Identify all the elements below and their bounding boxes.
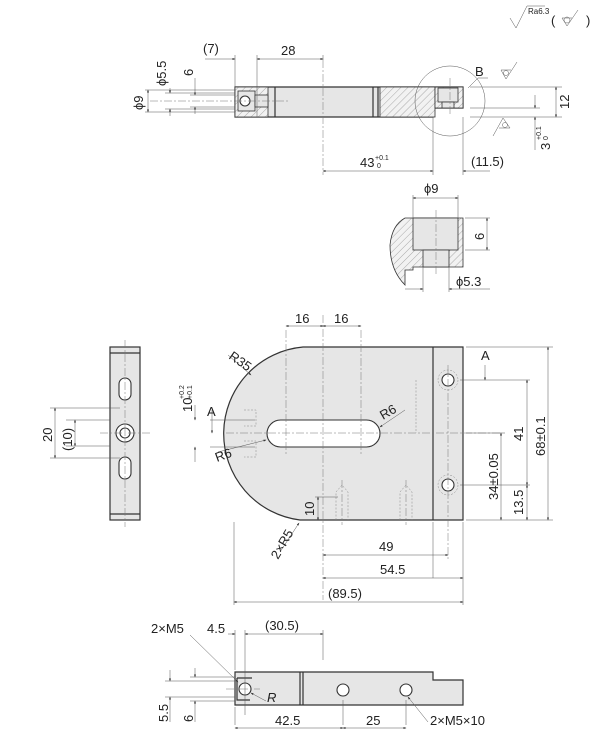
dim-49: 49 <box>379 539 393 554</box>
front-view: 16 16 R35 10 +0.2 +0.1 A A R6 R6 41 68±0… <box>179 311 553 605</box>
radius-2xr5: 2×R5 <box>268 527 297 562</box>
dim-phi5-5: ϕ5.5 <box>154 61 169 86</box>
dim-43-tol-upper: +0.1 <box>375 155 389 162</box>
dim-42-5: 42.5 <box>275 713 300 728</box>
dim-3: 3 <box>538 143 553 150</box>
thread-2xm5x10: 2×M5×10 <box>430 713 485 728</box>
dim-43-tol-lower: 0 <box>377 163 381 170</box>
dim-10-tol-upper: +0.2 <box>179 385 186 399</box>
detail-dim-phi5-3: ϕ5.3 <box>456 274 481 289</box>
top-section-view: (7) 28 ϕ5.5 6 ϕ9 B 12 3 +0.1 0 43 +0.1 0… <box>131 41 572 175</box>
dim-25: 25 <box>366 713 380 728</box>
dim-43: 43 <box>360 155 374 170</box>
radius-r: R <box>267 690 276 705</box>
dim-phi9: ϕ9 <box>131 95 146 110</box>
detail-dim-phi9: ϕ9 <box>424 181 439 196</box>
dim-28: 28 <box>281 43 295 58</box>
dim-10-tol-lower: +0.1 <box>187 385 194 399</box>
dim-5-5: 5.5 <box>156 704 171 722</box>
radius-r6-left: R6 <box>213 445 234 465</box>
dim-41: 41 <box>511 427 526 441</box>
dim-10: 10 <box>302 502 317 516</box>
detail-b-circle <box>414 65 486 137</box>
label-b: B <box>475 64 484 79</box>
roughness-value: Ra6.3 <box>528 7 550 16</box>
detail-dim-6: 6 <box>472 233 487 240</box>
dim-68: 68±0.1 <box>533 416 548 456</box>
radius-r6-right: R6 <box>377 401 399 422</box>
thread-2xm5: 2×M5 <box>151 621 184 636</box>
dim-11-5: (11.5) <box>471 154 504 169</box>
side-view: 20 (10) <box>40 340 150 527</box>
dim-10-paren: (10) <box>60 428 75 451</box>
section-label-a-left: A <box>207 404 216 419</box>
dim-4-5: 4.5 <box>207 621 225 636</box>
surface-roughness-symbol: Ra6.3 ( ) <box>509 5 590 29</box>
dim-89-5: (89.5) <box>328 586 362 601</box>
paren-open: ( <box>551 13 556 28</box>
dim-10-tol: 10 <box>180 398 195 412</box>
dim-6: 6 <box>181 69 196 76</box>
dim-6-bottom: 6 <box>181 715 196 722</box>
dim-12: 12 <box>557 95 572 109</box>
bottom-view: 2×M5 4.5 (30.5) R 5.5 6 42.5 25 2×M5×10 <box>151 618 485 729</box>
dim-20: 20 <box>40 428 55 442</box>
dim-16-right: 16 <box>334 311 348 326</box>
radius-r35: R35 <box>226 348 254 374</box>
dim-7: (7) <box>203 41 219 56</box>
dim-34: 34±0.05 <box>486 453 501 500</box>
dim-3-tol-lower: 0 <box>543 136 550 140</box>
slot <box>266 419 381 448</box>
dim-16-left: 16 <box>295 311 309 326</box>
dim-54-5: 54.5 <box>380 562 405 577</box>
paren-close: ) <box>586 13 590 28</box>
dim-3-tol-upper: +0.1 <box>536 126 543 140</box>
section-label-a-right: A <box>481 348 490 363</box>
dim-13-5: 13.5 <box>511 490 526 515</box>
detail-b-view: ϕ9 6 ϕ5.3 <box>389 181 490 292</box>
dim-30-5: (30.5) <box>265 618 299 633</box>
